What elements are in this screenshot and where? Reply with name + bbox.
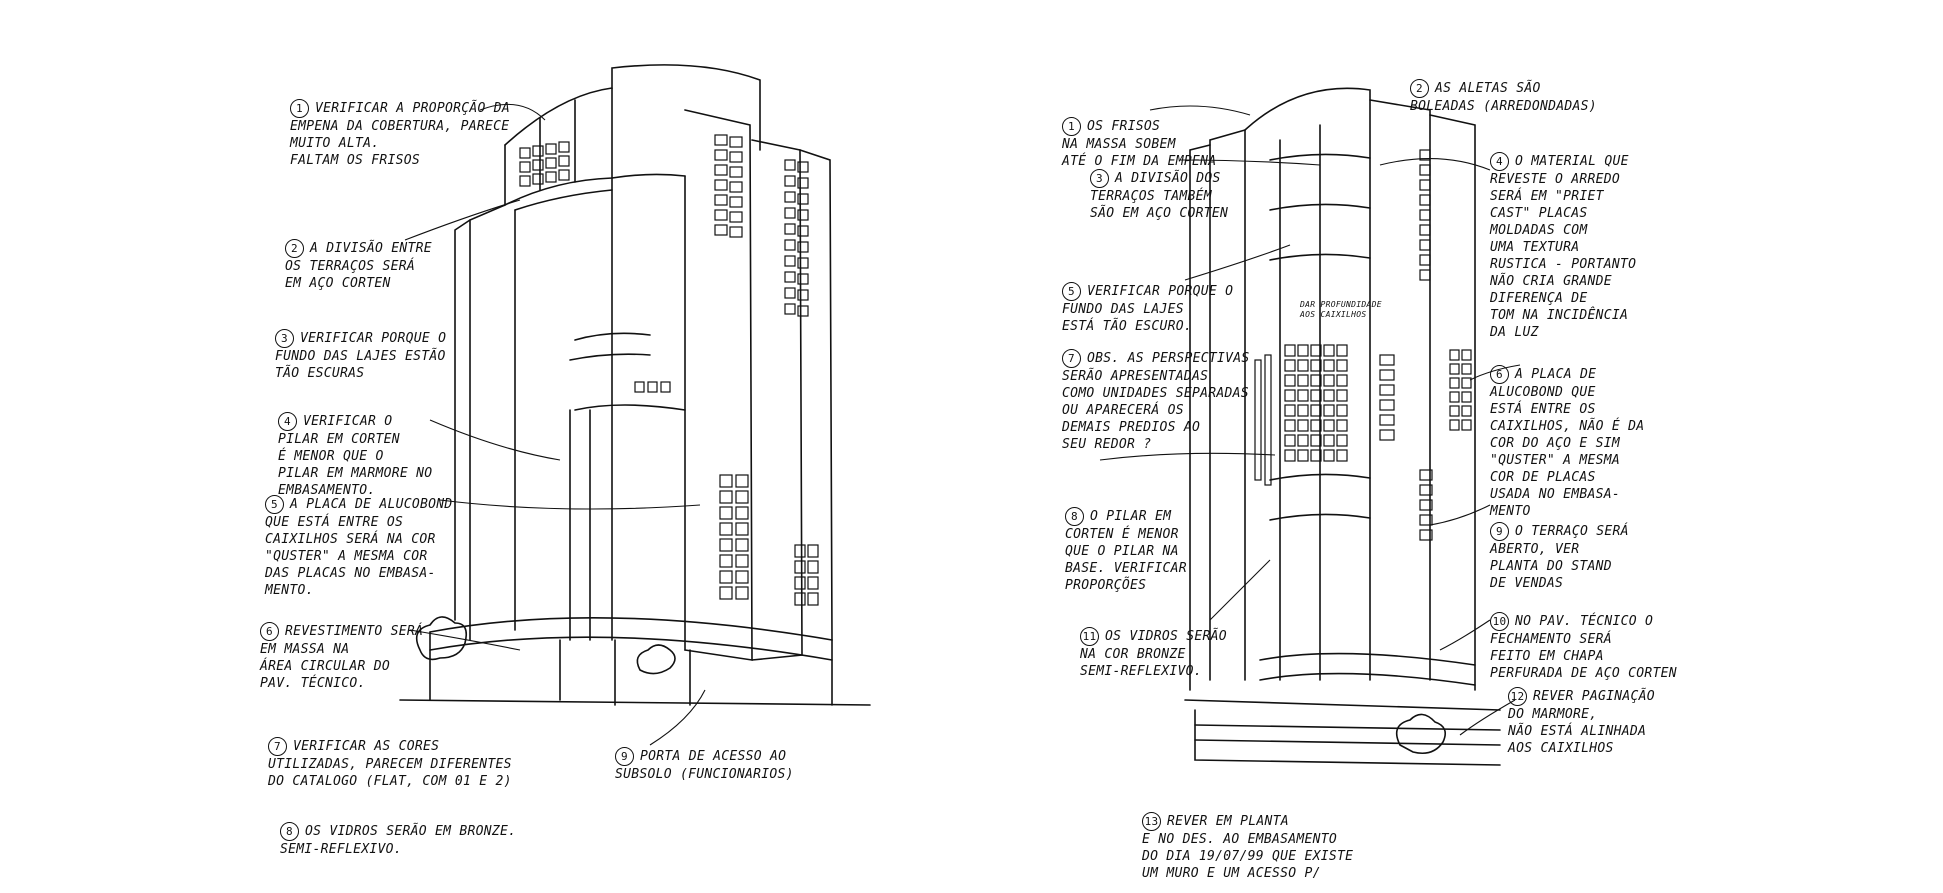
note-text: REVESTIMENTO SERÁ EM MASSA NA ÁREA CIRCU… (260, 624, 424, 691)
note-text: A DIVISÃO ENTRE OS TERRAÇOS SERÁ EM AÇO … (285, 241, 432, 291)
note-number: 9 (1490, 522, 1509, 541)
right-leader-lines (1099, 105, 1521, 736)
note-text: O MATERIAL QUE REVESTE O ARREDO SERÁ EM … (1490, 154, 1637, 340)
left-tower-windows (519, 134, 819, 606)
note-text: A DIVISÃO DOS TERRAÇOS TAMBÉM SÃO EM AÇO… (1090, 171, 1229, 221)
note-number: 6 (260, 622, 279, 641)
left-leader-lines (404, 103, 706, 746)
note-number: 12 (1508, 687, 1527, 706)
note-number: 10 (1490, 612, 1509, 631)
note-text: OS FRISOS NA MASSA SOBEM ATÉ O FIM DA EM… (1062, 119, 1217, 169)
note-number: 7 (1062, 349, 1081, 368)
note-text: OBS. AS PERSPECTIVAS SERÃO APRESENTADAS … (1062, 351, 1250, 452)
note-text: A PLACA DE ALUCOBOND QUE ESTÁ ENTRE OS C… (265, 497, 453, 598)
note-number: 6 (1490, 365, 1509, 384)
note-text: NO PAV. TÉCNICO O FECHAMENTO SERÁ FEITO … (1490, 614, 1677, 681)
note-number: 2 (285, 239, 304, 258)
note-number: 13 (1142, 812, 1161, 831)
note-number: 3 (275, 329, 294, 348)
note-number: 5 (265, 495, 284, 514)
note-number: 8 (280, 822, 299, 841)
note-number: 2 (1410, 79, 1429, 98)
note-text: VERIFICAR AS CORES UTILIZADAS, PARECEM D… (268, 739, 512, 789)
note-number: 11 (1080, 627, 1099, 646)
note-text: VERIFICAR O PILAR EM CORTEN É MENOR QUE … (278, 414, 433, 498)
note-number: 4 (278, 412, 297, 431)
note-text: REVER EM PLANTA E NO DES. AO EMBASAMENTO… (1142, 814, 1354, 881)
note-text: AS ALETAS SÃO BOLEADAS (ARREDONDADAS) (1410, 81, 1597, 114)
right-tower-windows (1254, 149, 1472, 541)
note-number: 8 (1065, 507, 1084, 526)
note-number: 4 (1490, 152, 1509, 171)
note-number: 9 (615, 747, 634, 766)
right-note-depth: DAR PROFUNDIDADE AOS CAIXILHOS (1300, 290, 1382, 320)
note-number: 1 (1062, 117, 1081, 136)
note-number: 7 (268, 737, 287, 756)
right-tower-sketch (1184, 87, 1501, 766)
note-number: 3 (1090, 169, 1109, 188)
note-text: PORTA DE ACESSO AO SUBSOLO (FUNCIONARIOS… (615, 749, 794, 782)
left-tower-sketch (399, 64, 871, 706)
note-text: O PILAR EM CORTEN É MENOR QUE O PILAR NA… (1065, 509, 1187, 593)
note-text: OS VIDROS SERÃO EM BRONZE. SEMI-REFLEXIV… (280, 824, 517, 857)
note-text: DAR PROFUNDIDADE AOS CAIXILHOS (1300, 300, 1382, 319)
note-text: REVER PAGINAÇÃO DO MARMORE, NÃO ESTÁ ALI… (1508, 689, 1655, 756)
note-text: VERIFICAR A PROPORÇÃO DA EMPENA DA COBER… (290, 101, 511, 168)
note-text: O TERRAÇO SERÁ ABERTO, VER PLANTA DO STA… (1490, 524, 1629, 591)
note-number: 1 (290, 99, 309, 118)
note-text: VERIFICAR PORQUE O FUNDO DAS LAJES ESTÃO… (275, 331, 447, 381)
note-text: VERIFICAR PORQUE O FUNDO DAS LAJES ESTÁ … (1062, 284, 1234, 334)
note-number: 5 (1062, 282, 1081, 301)
note-text: OS VIDROS SERÃO NA COR BRONZE SEMI-REFLE… (1080, 629, 1227, 679)
note-text: A PLACA DE ALUCOBOND QUE ESTÁ ENTRE OS C… (1490, 367, 1645, 519)
